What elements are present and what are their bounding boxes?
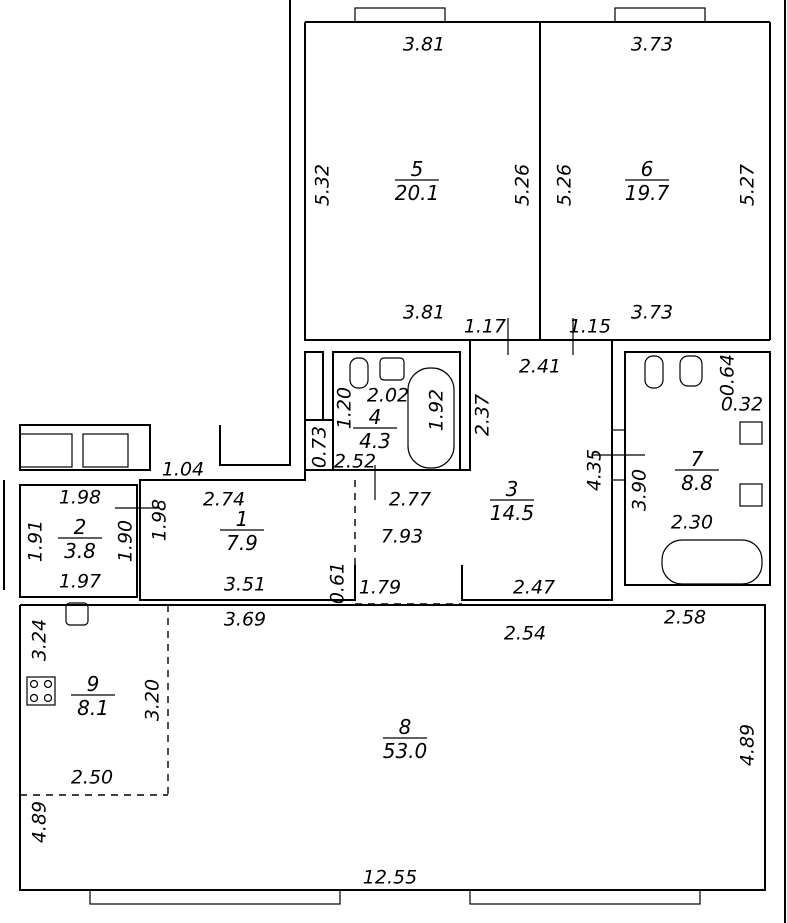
dimension-label: 4.35 [584, 449, 606, 491]
room-label-9: 98.1 [71, 672, 115, 720]
dimension-label: 3.81 [403, 34, 445, 56]
dimension-label: 0.61 [327, 562, 349, 604]
room-label-4: 44.3 [353, 405, 397, 453]
dimension-label: 0.64 [717, 354, 739, 396]
dimension-label: 3.20 [142, 679, 164, 721]
room-label-5: 520.1 [395, 157, 440, 205]
dimension-label: 4.89 [29, 801, 51, 843]
sink-icon [679, 355, 703, 387]
dimension-label: 2.54 [504, 623, 546, 645]
dimension-label: 1.17 [464, 316, 506, 338]
room-number: 9 [87, 672, 100, 696]
sink-icon [379, 357, 405, 381]
room-area: 20.1 [395, 181, 440, 205]
dimension-label: 2.74 [203, 489, 245, 511]
dimension-label: 4.89 [737, 724, 759, 766]
dimension-label: 2.47 [513, 577, 555, 599]
room-area: 8.8 [681, 471, 713, 495]
room-label-1: 17.9 [220, 507, 264, 555]
dimension-label: 5.26 [554, 164, 576, 206]
dimension-label: 1.91 [25, 520, 47, 562]
room-number: 2 [74, 515, 87, 539]
dimension-label: 7.93 [381, 526, 423, 548]
room-label-7: 78.8 [675, 447, 719, 495]
washbasin-icon [739, 421, 763, 445]
dimension-label: 1.97 [59, 571, 101, 593]
bathtub-icon [661, 539, 763, 585]
toilet-icon [349, 357, 369, 389]
bathtub-icon [407, 367, 455, 469]
dimension-label: 2.30 [671, 512, 713, 534]
room-label-2: 23.8 [58, 515, 102, 563]
dimension-label: 2.41 [519, 356, 561, 378]
dimension-label: 1.90 [115, 520, 137, 562]
room-number: 1 [236, 507, 249, 531]
dimension-label: 3.24 [29, 619, 51, 661]
dimension-label: 2.52 [334, 451, 376, 473]
room-label-8: 853.0 [383, 715, 428, 763]
dimension-label: 3.81 [403, 302, 445, 324]
dimension-label: 2.58 [664, 607, 706, 629]
room-label-6: 619.7 [625, 157, 670, 205]
dimension-label: 2.37 [472, 394, 494, 436]
room-area: 7.9 [226, 531, 258, 555]
dimension-label: 1.15 [569, 316, 611, 338]
dimension-label: 3.90 [629, 469, 651, 511]
room-number: 8 [399, 715, 412, 739]
room-number: 6 [641, 157, 654, 181]
room-number: 5 [411, 157, 424, 181]
toilet-icon [644, 355, 664, 389]
dimension-label: 12.55 [363, 867, 417, 889]
dimension-label: 1.92 [426, 389, 448, 431]
stove-icon [26, 676, 56, 706]
dimension-label: 1.79 [359, 577, 401, 599]
room-number: 3 [506, 477, 519, 501]
dimension-label: 0.32 [721, 394, 763, 416]
dimension-label: 1.98 [59, 487, 101, 509]
dimension-label: 3.73 [631, 34, 673, 56]
dimension-label: 3.69 [224, 609, 266, 631]
room-area: 53.0 [383, 739, 428, 763]
room-number: 4 [369, 405, 382, 429]
dimension-label: 5.32 [312, 164, 334, 206]
fixtures [26, 355, 763, 706]
room-area: 3.8 [64, 539, 96, 563]
room-area: 4.3 [359, 429, 391, 453]
dimension-label: 3.51 [224, 574, 266, 596]
dimension-label: 1.04 [162, 459, 204, 481]
dimension-label: 2.77 [389, 489, 431, 511]
room-label-3: 314.5 [490, 477, 535, 525]
washbasin-icon [739, 483, 763, 507]
room-number: 7 [691, 447, 704, 471]
walls [3, 0, 786, 923]
dimension-label: 0.73 [309, 426, 331, 468]
dimension-label: 3.73 [631, 302, 673, 324]
sink-icon [65, 602, 89, 626]
dimension-label: 2.02 [367, 385, 409, 407]
dimension-label: 5.27 [737, 164, 759, 206]
dimension-label: 2.50 [71, 767, 113, 789]
dimension-label: 1.98 [149, 499, 171, 541]
room-area: 14.5 [490, 501, 535, 525]
dimension-label: 5.26 [512, 164, 534, 206]
room-area: 19.7 [625, 181, 670, 205]
dimension-label: 1.20 [334, 387, 356, 429]
room-area: 8.1 [77, 696, 109, 720]
